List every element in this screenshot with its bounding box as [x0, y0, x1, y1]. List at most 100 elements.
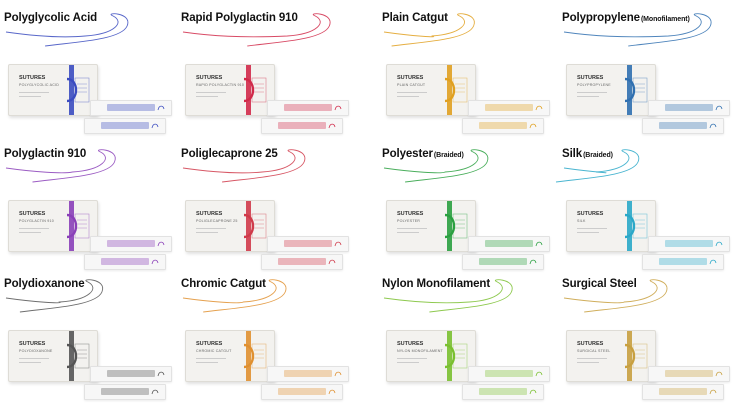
needle-icon	[328, 123, 336, 129]
suture-thread-icon	[182, 149, 306, 183]
box-divider	[19, 362, 41, 363]
box-color-stripe	[447, 201, 452, 251]
needle-icon	[334, 241, 342, 247]
packet-color-band	[284, 104, 332, 111]
product-box: SUTURES POLYDIOXANONE	[8, 330, 98, 382]
packet-color-band	[278, 258, 326, 265]
box-divider	[577, 228, 607, 229]
box-color-stripe	[69, 331, 74, 381]
box-brand-label: SUTURES	[397, 211, 424, 217]
packet-color-band	[101, 258, 149, 265]
box-brand-label: SUTURES	[196, 75, 223, 81]
product-box: SUTURES NYLON MONOFILAMENT	[386, 330, 476, 382]
product-title-text: Surgical Steel	[562, 278, 637, 290]
box-arc-icon	[624, 343, 648, 369]
box-color-stripe	[627, 65, 632, 115]
box-product-name: NYLON MONOFILAMENT	[397, 349, 443, 353]
packet-color-band	[284, 240, 332, 247]
box-divider	[196, 358, 226, 359]
box-color-stripe	[627, 201, 632, 251]
packet-color-band	[485, 240, 533, 247]
box-product-name: RAPID POLYGLACTIN 910	[196, 83, 245, 87]
product-title: Silk(Braided)	[562, 148, 613, 160]
suture-packet	[84, 118, 166, 134]
packet-color-band	[659, 388, 707, 395]
product-subtitle: (Monofilament)	[640, 16, 690, 23]
box-divider	[19, 228, 49, 229]
needle-icon	[334, 371, 342, 377]
suture-packet	[462, 118, 544, 134]
product-title-text: Polyglycolic Acid	[4, 12, 98, 24]
needle-icon	[157, 371, 165, 377]
product-box: SUTURES POLYGLYCOLIC ACID	[8, 64, 98, 116]
suture-thread-icon	[383, 13, 475, 47]
product-title: Nylon Monofilament	[382, 278, 491, 290]
suture-packet	[267, 100, 349, 116]
box-color-stripe	[246, 65, 251, 115]
product-title: Chromic Catgut	[181, 278, 267, 290]
product-title-text: Polypropylene	[562, 12, 640, 24]
product-box: SUTURES SURGICAL STEEL	[566, 330, 656, 382]
suture-packet	[90, 100, 172, 116]
product-subtitle: (Braided)	[433, 152, 464, 159]
box-divider	[397, 228, 427, 229]
box-product-name: POLIGLECAPRONE 25	[196, 219, 238, 223]
suture-packet	[462, 384, 544, 400]
product-box: SUTURES RAPID POLYGLACTIN 910	[185, 64, 275, 116]
box-divider	[397, 96, 419, 97]
box-product-name: POLYGLACTIN 910	[19, 219, 54, 223]
product-title: Polydioxanone	[4, 278, 86, 290]
product-title-text: Rapid Polyglactin 910	[181, 12, 298, 24]
product-title-text: Chromic Catgut	[181, 278, 266, 290]
suture-packet	[462, 254, 544, 270]
suture-packet	[261, 118, 343, 134]
product-title: Polyglactin 910	[4, 148, 87, 160]
product-card: Polydioxanone SUTURES POLYDIOXANONE	[4, 278, 184, 413]
packet-color-band	[485, 104, 533, 111]
packet-color-band	[107, 240, 155, 247]
product-card: Plain Catgut SUTURES PLAIN CATGUT	[382, 12, 562, 147]
needle-icon	[328, 259, 336, 265]
packet-color-band	[278, 122, 326, 129]
box-brand-label: SUTURES	[19, 211, 46, 217]
box-arc-icon	[243, 343, 267, 369]
needle-icon	[709, 389, 717, 395]
packet-color-band	[665, 370, 713, 377]
product-title: Polyester(Braided)	[382, 148, 464, 160]
box-divider	[19, 358, 49, 359]
box-arc-icon	[66, 77, 90, 103]
box-brand-label: SUTURES	[577, 75, 604, 81]
box-arc-icon	[243, 77, 267, 103]
box-arc-icon	[66, 343, 90, 369]
suture-thread-icon	[555, 149, 640, 183]
suture-packet	[261, 384, 343, 400]
needle-icon	[151, 259, 159, 265]
needle-icon	[157, 241, 165, 247]
product-title-text: Polyester	[382, 148, 433, 160]
box-product-name: POLYDIOXANONE	[19, 349, 53, 353]
product-title-text: Polydioxanone	[4, 278, 85, 290]
needle-icon	[529, 389, 537, 395]
box-divider	[196, 92, 226, 93]
needle-icon	[157, 105, 165, 111]
box-product-name: CHROMIC CATGUT	[196, 349, 232, 353]
suture-thread-icon	[5, 149, 116, 183]
suture-thread-icon	[563, 13, 712, 47]
product-title-text: Polyglactin 910	[4, 148, 87, 160]
suture-packet	[84, 384, 166, 400]
product-box: SUTURES POLYGLACTIN 910	[8, 200, 98, 252]
box-brand-label: SUTURES	[577, 211, 604, 217]
box-product-name: POLYESTER	[397, 219, 421, 223]
box-arc-icon	[624, 77, 648, 103]
box-arc-icon	[243, 213, 267, 239]
needle-icon	[334, 105, 342, 111]
packet-color-band	[659, 258, 707, 265]
suture-packet	[642, 118, 724, 134]
product-box: SUTURES SILK	[566, 200, 656, 252]
box-product-name: POLYPROPYLENE	[577, 83, 611, 87]
box-product-name: SILK	[577, 219, 586, 223]
suture-thread-icon	[383, 279, 513, 313]
needle-icon	[709, 259, 717, 265]
box-divider	[577, 96, 599, 97]
box-product-name: SURGICAL STEEL	[577, 349, 611, 353]
